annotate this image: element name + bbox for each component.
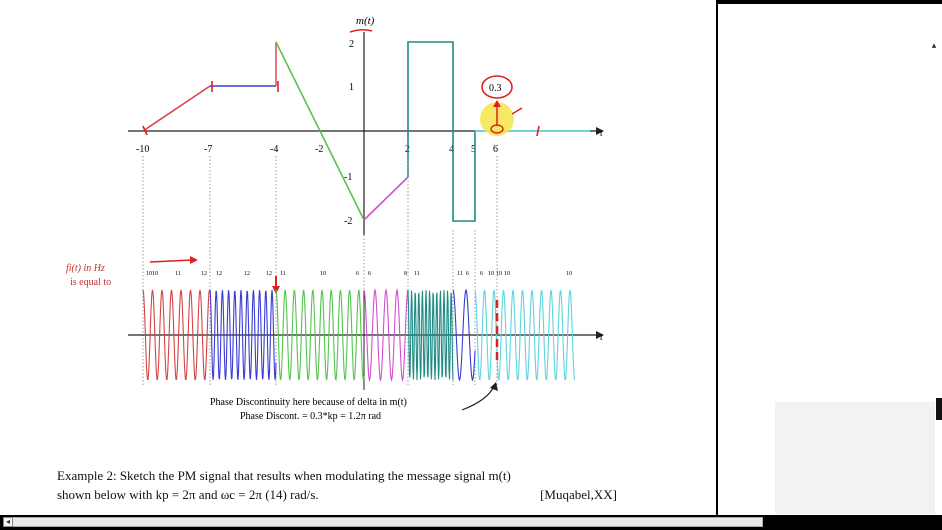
x-tick-neg7: -7 [204,144,212,155]
note-line1: Phase Discontinuity here because of delt… [210,397,407,408]
horizontal-scrollbar[interactable]: ◂ [0,515,942,530]
example-caption: Example 2: Sketch the PM signal that res… [57,466,617,504]
annotation-tick-a [142,125,148,136]
phase-note: Phase Discontinuity here because of delt… [210,382,498,422]
waveform-segment-2 [275,289,365,381]
circled-value-ring [481,75,513,99]
x-tick-neg4: -4 [270,144,278,155]
freq-value: 6 [368,271,371,277]
waveform-segment-1 [209,289,277,381]
waveform-segment-5 [452,288,476,382]
x-axis-arrow [596,127,604,135]
panel-background [775,402,935,514]
freq-value: 6 [356,271,359,277]
scroll-up-icon[interactable]: ▴ [931,40,937,50]
freq-value: 11 [457,271,463,277]
freq-value: 10 [488,271,494,277]
x-tick-4: 4 [449,144,454,155]
y-tick-neg2: -2 [344,216,352,227]
segment-teal-pulse [407,41,476,222]
annotation-arrow-diag [511,107,523,115]
freq-value: 6 [480,271,483,277]
freq-value: 10 [152,271,158,277]
freq-label-line2: is equal to [70,277,111,288]
waveform-segment-4 [407,289,454,381]
annotation-small-circle [490,124,504,134]
freq-value: 12 [201,271,207,277]
pm-signal-figure: m(t) t 2 1 -1 -2 -10 -7 -4 -2 2 4 5 6 [66,15,604,422]
freq-value: 12 [244,271,250,277]
freq-label-line1: fi(t) in Hz [66,263,105,274]
y-tick-2: 2 [349,39,354,50]
x-tick-neg10: -10 [136,144,149,155]
pm-waveform-plot: t [128,287,604,390]
example-line1: Example 2: Sketch the PM signal that res… [57,468,511,483]
scroll-left-icon[interactable]: ◂ [3,517,13,527]
freq-arrow [149,259,193,263]
annotation-tick-d [536,125,540,137]
note-line2: Phase Discont. = 0.3*kp = 1.2π rad [240,411,381,422]
freq-value: 10 [496,271,502,277]
freq-value: 10 [566,271,572,277]
y-tick-neg1: -1 [344,172,352,183]
annotation-underline [349,28,373,33]
pm-waveform [142,287,576,383]
freq-value: 10 [146,271,152,277]
message-plot: m(t) t 2 1 -1 -2 -10 -7 -4 -2 2 4 5 6 [128,15,604,385]
note-arrow [461,385,495,411]
x-axis-label: t [600,128,603,139]
x-tick-6: 6 [493,144,498,155]
waveform-segment-3 [363,287,409,383]
waveform-segment-6 [474,289,576,380]
freq-value: 12 [216,271,222,277]
panel-edge-tab[interactable] [936,398,942,420]
y-tick-1: 1 [349,82,354,93]
waveform-segment-0 [142,289,211,380]
segment-red-ramp [142,85,211,132]
freq-value: 11 [414,271,420,277]
freq-value: 10 [504,271,510,277]
citation: [Muqabel,XX] [540,487,617,502]
y-axis-label: m(t) [356,15,375,27]
slide-page: m(t) t 2 1 -1 -2 -10 -7 -4 -2 2 4 5 6 [0,0,716,515]
x-tick-5: 5 [471,144,476,155]
example-line2: shown below with kp = 2π and ωc = 2π (14… [57,487,319,502]
scrollbar-track[interactable] [3,517,763,527]
freq-value: 11 [175,271,181,277]
circled-value: 0.3 [489,83,502,94]
freq-value: 8 [404,271,407,277]
freq-value: 11 [280,271,286,277]
segment-green-ramp [275,41,365,221]
freq-value: 10 [320,271,326,277]
freq-value: 12 [266,271,272,277]
segment-magenta-ramp [363,176,409,221]
pm-axis-label: t [600,332,603,343]
x-tick-neg2: -2 [315,144,323,155]
freq-value: 6 [466,271,469,277]
